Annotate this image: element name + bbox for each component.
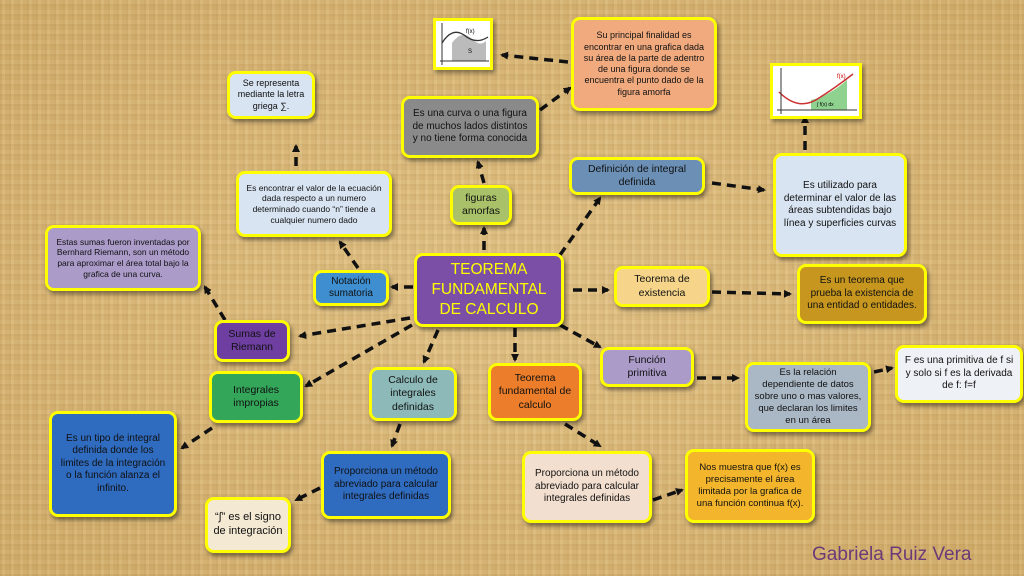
graph2-integral-label: ∫ f(x) dx: [816, 102, 834, 108]
figuras-amorfas-node: figuras amorfas: [450, 185, 512, 225]
notacion-sumatoria-node: Notación sumatoria: [313, 270, 389, 306]
arrow-sumas-riemann: [203, 285, 227, 321]
arrow-impropias-tipo: [180, 426, 213, 450]
integrales-impropias-node: Integrales impropias: [209, 371, 303, 423]
graph2-fx-label: f(x): [837, 74, 846, 80]
arrow-proporciona2-nos: [652, 488, 684, 502]
notacion-definition-node: Es encontrar el valor de la ecuación dad…: [236, 171, 392, 237]
integral-area-graph: f(x) ∫ f(x) dx: [777, 68, 857, 114]
graph1-fx-label: f(x): [466, 29, 475, 35]
sigma-node: Se representa mediante la letra griega ∑…: [227, 71, 315, 119]
arrow-relacion-f: [873, 365, 894, 374]
proporciona-metodo-node-1: Proporciona un método abreviado para cal…: [321, 451, 451, 519]
signo-integracion-node: “∫” es el signo de integración: [205, 497, 291, 553]
proporciona-metodo-node-2: Proporciona un método abreviado para cal…: [522, 451, 652, 523]
sumas-riemann-node: Sumas de Riemann: [214, 320, 290, 362]
existencia-definition-node: Es un teorema que prueba la existencia d…: [797, 264, 927, 324]
area-graph-thumbnail-2: f(x) ∫ f(x) dx: [770, 63, 862, 119]
arrow-teorema-proporciona2: [564, 422, 602, 448]
arrow-notacion-def: [338, 240, 360, 269]
arrow-calculo-proporciona1: [390, 423, 402, 448]
arrow-curva-finalidad: [538, 86, 572, 112]
funcion-primitiva-node: Función primitiva: [600, 347, 694, 387]
arrow-main-definicion: [558, 196, 602, 257]
nos-muestra-node: Nos muestra que f(x) es precisamente el …: [685, 449, 815, 523]
curva-definition-node: Es una curva o una figura de muchos lado…: [401, 96, 539, 158]
utilizado-node: Es utilizado para determinar el valor de…: [773, 153, 907, 257]
graph1-s-label: S: [468, 49, 472, 55]
relacion-node: Es la relación dependiente de datos sobr…: [745, 362, 871, 432]
area-graph-thumbnail-1: f(x) S: [433, 18, 493, 70]
amorphous-area-graph: f(x) S: [440, 23, 489, 65]
arrow-finalidad-thumb1: [500, 51, 569, 64]
arrow-definicion-utilizado: [711, 181, 766, 194]
tipo-integral-node: Es un tipo de integral definida donde lo…: [49, 411, 177, 517]
arrow-existencia-def: [711, 289, 792, 298]
arrow-main-sumas: [298, 316, 411, 339]
arrow-figuras-curva: [475, 160, 486, 184]
riemann-definition-node: Estas sumas fueron inventadas por Bernha…: [45, 225, 201, 291]
teorema-existencia-node: Teorema de existencia: [614, 266, 710, 307]
primitiva-f-node: F es una primitiva de f si y solo si f e…: [895, 345, 1023, 403]
teorema-fundamental-node: Teorema fundamental de calculo: [488, 363, 582, 421]
arrow-main-primitiva: [559, 323, 602, 349]
definicion-integral-node: Definición de integral definida: [569, 157, 705, 195]
calculo-integrales-node: Calculo de integrales definidas: [369, 367, 457, 421]
finalidad-node: Su principal finalidad es encontrar en u…: [571, 17, 717, 111]
author-name: Gabriela Ruiz Vera: [812, 544, 972, 565]
main-title-node: TEOREMA FUNDAMENTAL DE CALCULO: [414, 253, 564, 327]
arrow-main-calculo: [422, 329, 440, 364]
arrow-proporciona1-signo: [294, 486, 321, 502]
